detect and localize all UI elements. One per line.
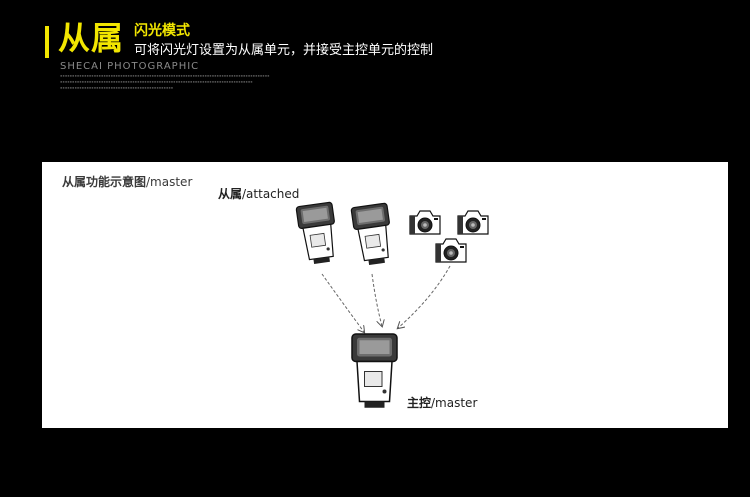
- camera-icon: [457, 210, 489, 235]
- diagram-panel: 从属功能示意图/master 从属/attached 主控/master: [42, 162, 728, 428]
- accent-bar: [45, 26, 49, 58]
- decorative-microtext: ▪▪▪▪▪▪▪▪▪▪▪▪▪▪▪▪▪▪▪▪▪▪▪▪▪▪▪▪▪▪▪▪▪▪▪▪▪▪▪▪…: [60, 73, 270, 78]
- diagram-caption: 从属功能示意图/master: [62, 175, 193, 189]
- page-title: 从属: [58, 19, 125, 57]
- attached-label: 从属/attached: [218, 187, 300, 201]
- signal-arrow: [321, 273, 364, 332]
- flash-unit-icon: [351, 333, 398, 409]
- signal-arrow: [371, 273, 382, 326]
- diagram-illustration: [295, 201, 489, 409]
- master-label: 主控/master: [407, 396, 478, 410]
- brand-name: SHECAI PHOTOGRAPHIC: [60, 61, 200, 72]
- camera-icon: [435, 238, 467, 263]
- flash-unit-icon: [350, 202, 396, 268]
- flash-unit-icon: [295, 201, 341, 267]
- signal-arrow: [398, 265, 451, 328]
- mode-title: 闪光模式: [134, 23, 190, 39]
- decorative-microtext: ▪▪▪▪▪▪▪▪▪▪▪▪▪▪▪▪▪▪▪▪▪▪▪▪▪▪▪▪▪▪▪▪▪▪▪▪▪▪▪▪…: [60, 85, 174, 90]
- decorative-microtext: ▪▪▪▪▪▪▪▪▪▪▪▪▪▪▪▪▪▪▪▪▪▪▪▪▪▪▪▪▪▪▪▪▪▪▪▪▪▪▪▪…: [60, 79, 253, 84]
- camera-icon: [409, 210, 441, 235]
- mode-description: 可将闪光灯设置为从属单元，并接受主控单元的控制: [134, 43, 434, 58]
